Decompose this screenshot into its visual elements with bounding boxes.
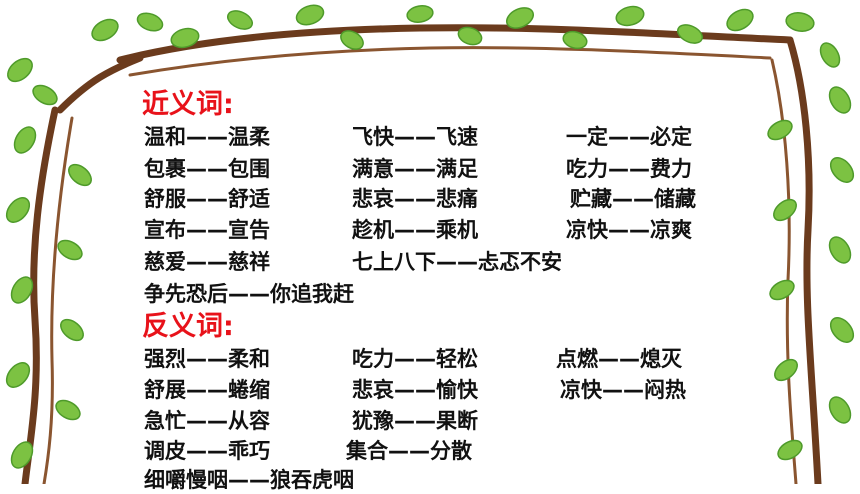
synonym-pair: 凉快——凉爽 [566,218,692,242]
synonym-pair: 悲哀——悲痛 [352,187,478,211]
word-list-panel: 近义词: 温和——温柔 飞快——飞速 一定——必定 包裹——包围 满意——满足 … [142,89,696,493]
synonym-pair: 满意——满足 [352,157,478,181]
synonym-pair: 七上八下——忐忑不安 [352,250,562,274]
synonym-pair: 一定——必定 [566,125,692,149]
antonym-pair: 调皮——乖巧 [144,439,270,463]
vine-frame-decoration [5,4,855,484]
antonym-pair: 急忙——从容 [144,409,270,433]
synonym-pair: 贮藏——储藏 [570,187,696,211]
synonyms-heading: 近义词: [142,89,234,120]
antonym-pair: 吃力——轻松 [352,347,478,371]
antonym-pair: 强烈——柔和 [144,347,270,371]
antonym-pair: 集合——分散 [346,439,472,463]
synonym-pair: 宣布——宣告 [144,218,270,242]
synonym-pair: 包裹——包围 [144,157,270,181]
antonym-pair: 悲哀——愉快 [352,378,478,402]
synonym-pair: 温和——温柔 [144,125,270,149]
antonyms-heading: 反义词: [142,311,234,342]
antonym-pair: 舒展——蜷缩 [144,378,270,402]
synonym-pair: 争先恐后——你追我赶 [144,282,354,306]
antonym-pair: 犹豫——果断 [352,409,478,433]
antonym-pair: 细嚼慢咽——狼吞虎咽 [144,468,354,492]
antonym-pair: 点燃——熄灭 [556,347,682,371]
synonym-pair: 舒服——舒适 [144,187,270,211]
synonym-pair: 慈爱——慈祥 [144,250,270,274]
antonym-pair: 凉快——闷热 [560,378,686,402]
synonym-pair: 趁机——乘机 [352,218,478,242]
synonym-pair: 吃力——费力 [566,157,692,181]
synonym-pair: 飞快——飞速 [352,125,478,149]
